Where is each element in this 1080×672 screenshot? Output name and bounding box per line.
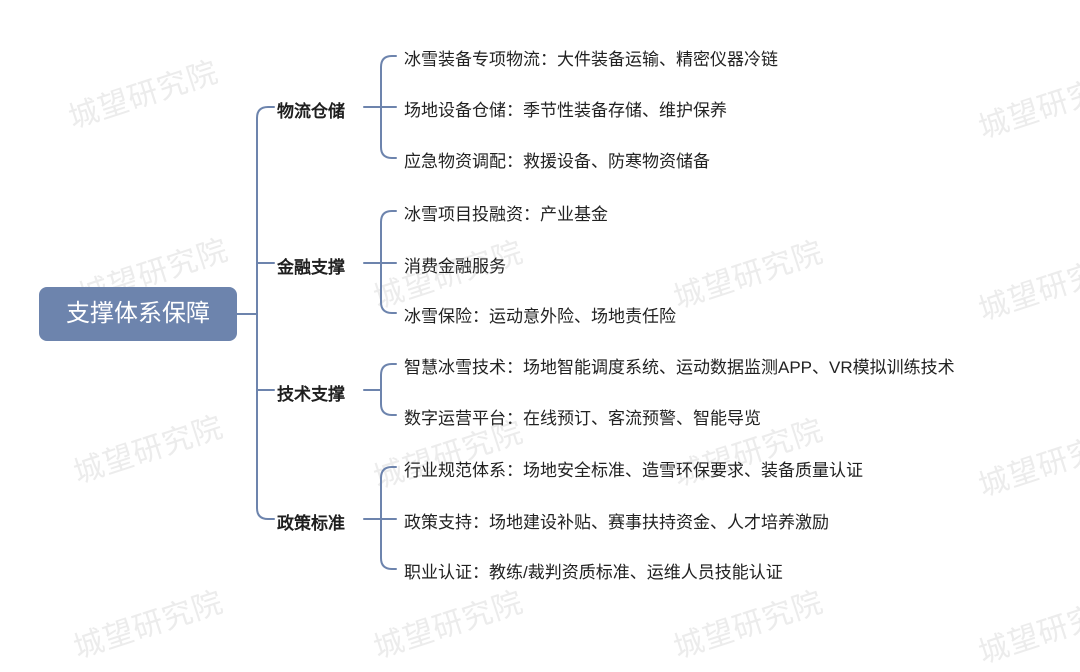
leaf-technology-1[interactable]: 智慧冰雪技术：场地智能调度系统、运动数据监测APP、VR模拟训练技术 <box>404 358 955 377</box>
leaf-finance-3[interactable]: 冰雪保险：运动意外险、场地责任险 <box>404 307 676 326</box>
branch3-bracket <box>380 363 397 416</box>
root-node[interactable]: 支撑体系保障 <box>39 287 237 341</box>
leaf-finance-1[interactable]: 冰雪项目投融资：产业基金 <box>404 205 608 224</box>
leaf-logistics-3[interactable]: 应急物资调配：救援设备、防寒物资储备 <box>404 152 710 171</box>
branch-finance[interactable]: 金融支撑 <box>277 258 345 277</box>
leaf-technology-2[interactable]: 数字运营平台：在线预订、客流预警、智能导览 <box>404 409 761 428</box>
branch-policy[interactable]: 政策标准 <box>277 514 345 533</box>
root-bracket-top <box>256 106 275 315</box>
leaf-policy-1[interactable]: 行业规范体系：场地安全标准、造雪环保要求、装备质量认证 <box>404 461 863 480</box>
leaf-policy-2[interactable]: 政策支持：场地建设补贴、赛事扶持资金、人才培养激励 <box>404 513 829 532</box>
branch-technology[interactable]: 技术支撑 <box>277 385 345 404</box>
root-bracket-bottom <box>256 313 275 520</box>
leaf-logistics-1[interactable]: 冰雪装备专项物流：大件装备运输、精密仪器冷链 <box>404 50 778 69</box>
leaf-policy-3[interactable]: 职业认证：教练/裁判资质标准、运维人员技能认证 <box>404 563 783 582</box>
mindmap-connectors <box>236 55 397 570</box>
leaf-finance-2[interactable]: 消费金融服务 <box>404 257 506 276</box>
leaf-logistics-2[interactable]: 场地设备仓储：季节性装备存储、维护保养 <box>404 101 727 120</box>
branch-logistics[interactable]: 物流仓储 <box>277 102 345 121</box>
